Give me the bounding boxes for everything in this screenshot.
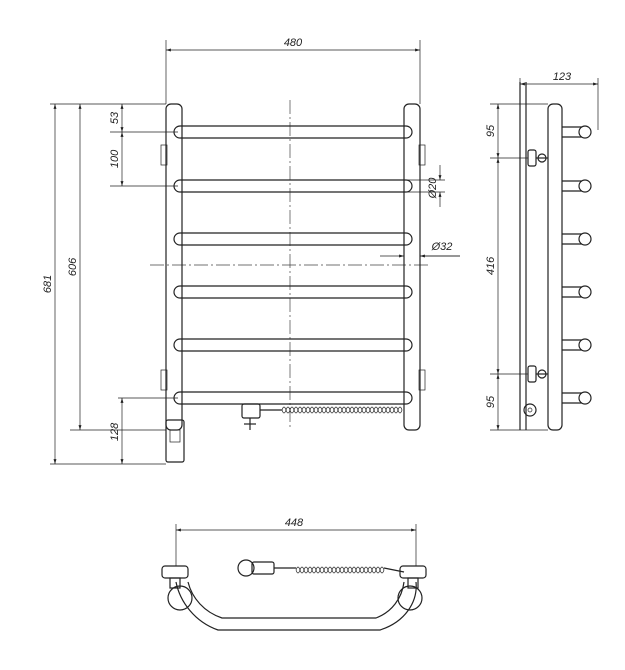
side-plug bbox=[523, 403, 537, 417]
control-box bbox=[165, 419, 185, 463]
dim-side-bottom: 95 bbox=[485, 395, 497, 408]
side-dimensions: 123 95 416 95 bbox=[485, 71, 599, 431]
bottom-dimensions: 448 bbox=[175, 517, 417, 566]
right-post bbox=[403, 103, 421, 431]
horizontal-bar bbox=[173, 125, 413, 139]
u-frame-outer bbox=[175, 581, 417, 631]
dim-bar-spacing: 100 bbox=[109, 149, 121, 168]
side-bar-stub bbox=[562, 286, 582, 298]
side-bar-end bbox=[578, 338, 592, 352]
dim-bottom-offset: 128 bbox=[109, 422, 121, 441]
dim-bar-diameter: Ø20 bbox=[427, 177, 439, 200]
dim-overall-width: 480 bbox=[284, 37, 303, 49]
dim-mount-height: 606 bbox=[67, 257, 79, 276]
horizontal-bar bbox=[173, 232, 413, 246]
side-bar-stub bbox=[562, 339, 582, 351]
wall-brackets bbox=[160, 144, 426, 391]
dim-side-top: 95 bbox=[485, 124, 497, 137]
side-bar-end bbox=[578, 179, 592, 193]
left-joint bbox=[167, 585, 193, 611]
horizontal-bar bbox=[173, 391, 413, 405]
left-post bbox=[165, 103, 183, 431]
horizontal-bar bbox=[173, 338, 413, 352]
side-bar-stub bbox=[562, 392, 582, 404]
bottom-plug bbox=[237, 559, 296, 577]
u-frame-inner bbox=[187, 581, 405, 619]
side-bar-stub bbox=[562, 180, 582, 192]
dim-side-middle: 416 bbox=[485, 256, 497, 275]
side-bar-end bbox=[578, 232, 592, 246]
bottom-coiled-cord bbox=[295, 566, 385, 574]
coiled-cord bbox=[281, 406, 403, 414]
front-view bbox=[150, 100, 430, 463]
horizontal-bars bbox=[173, 125, 413, 405]
right-joint bbox=[397, 585, 423, 611]
side-bar-stub bbox=[562, 233, 582, 245]
horizontal-bar bbox=[173, 285, 413, 299]
left-flange bbox=[161, 565, 189, 579]
dim-overall-height: 681 bbox=[42, 275, 54, 293]
side-brackets bbox=[527, 149, 548, 383]
horizontal-bar bbox=[173, 179, 413, 193]
dim-post-diameter: Ø32 bbox=[431, 241, 453, 253]
side-bar-end bbox=[578, 125, 592, 139]
side-bar-stub bbox=[562, 126, 582, 138]
side-bar-ends bbox=[562, 125, 592, 405]
dim-depth: 123 bbox=[553, 71, 572, 83]
dim-top-offset: 53 bbox=[109, 111, 121, 124]
side-post bbox=[547, 103, 563, 431]
control-box-window bbox=[169, 429, 181, 443]
plug bbox=[241, 403, 282, 430]
side-bar-end bbox=[578, 285, 592, 299]
dim-bottom-width: 448 bbox=[285, 517, 304, 529]
side-view bbox=[519, 82, 592, 431]
front-dimensions: 480 53 100 681 606 128 Ø20 Ø32 bbox=[42, 37, 460, 465]
right-flange-stem bbox=[407, 577, 419, 589]
side-bar-end bbox=[578, 391, 592, 405]
left-flange-stem bbox=[169, 577, 181, 589]
bottom-view bbox=[161, 559, 427, 631]
